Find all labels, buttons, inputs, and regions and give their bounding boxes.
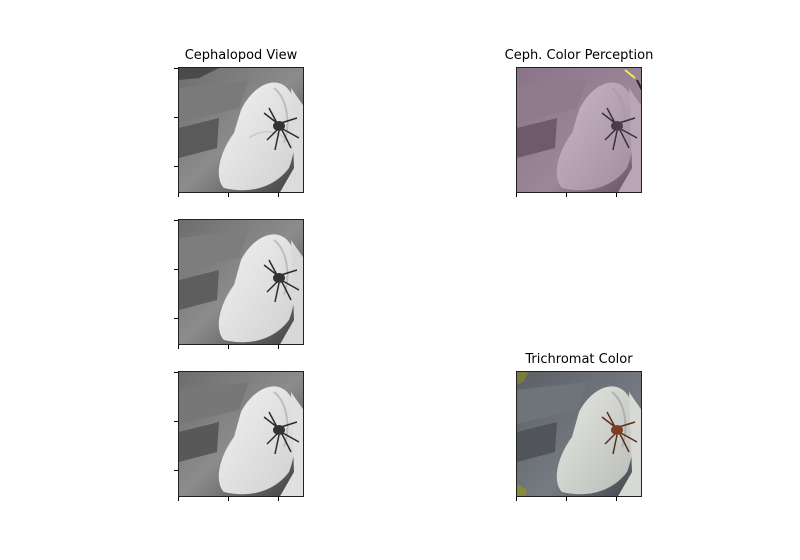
tick-left-5 [174,269,178,270]
image-panel-trichromat-color [516,371,642,497]
tick-bottom-2 [228,193,229,197]
image-panel-cephalopod-view [178,67,304,193]
tick-left-9 [174,470,178,471]
tick-bottom-7 [178,497,179,501]
tick-bottom-1 [178,193,179,197]
tick-left-3 [174,166,178,167]
tick-bottom-8 [228,497,229,501]
tick-bottom-r6 [616,497,617,501]
tick-bottom-5 [228,345,229,349]
tick-left-6 [174,318,178,319]
tick-bottom-r3 [616,193,617,197]
tick-left-2 [174,117,178,118]
tick-bottom-9 [278,497,279,501]
tick-left-7 [174,372,178,373]
tick-left-1 [174,68,178,69]
panel-title-cephalopod-view: Cephalopod View [184,48,298,63]
tick-bottom-3 [278,193,279,197]
tick-left-4 [174,220,178,221]
tick-bottom-r4 [516,497,517,501]
tick-left-8 [174,421,178,422]
image-panel-ceph-color-perception [516,67,642,193]
tick-bottom-4 [178,345,179,349]
tick-bottom-6 [278,345,279,349]
tick-bottom-r1 [516,193,517,197]
panel-title-ceph-color-perception: Ceph. Color Perception [504,48,654,63]
image-panel-gray-low [178,371,304,497]
panel-title-trichromat-color: Trichromat Color [525,352,633,367]
tick-bottom-r5 [566,497,567,501]
image-panel-gray-mid [178,219,304,345]
tick-bottom-r2 [566,193,567,197]
